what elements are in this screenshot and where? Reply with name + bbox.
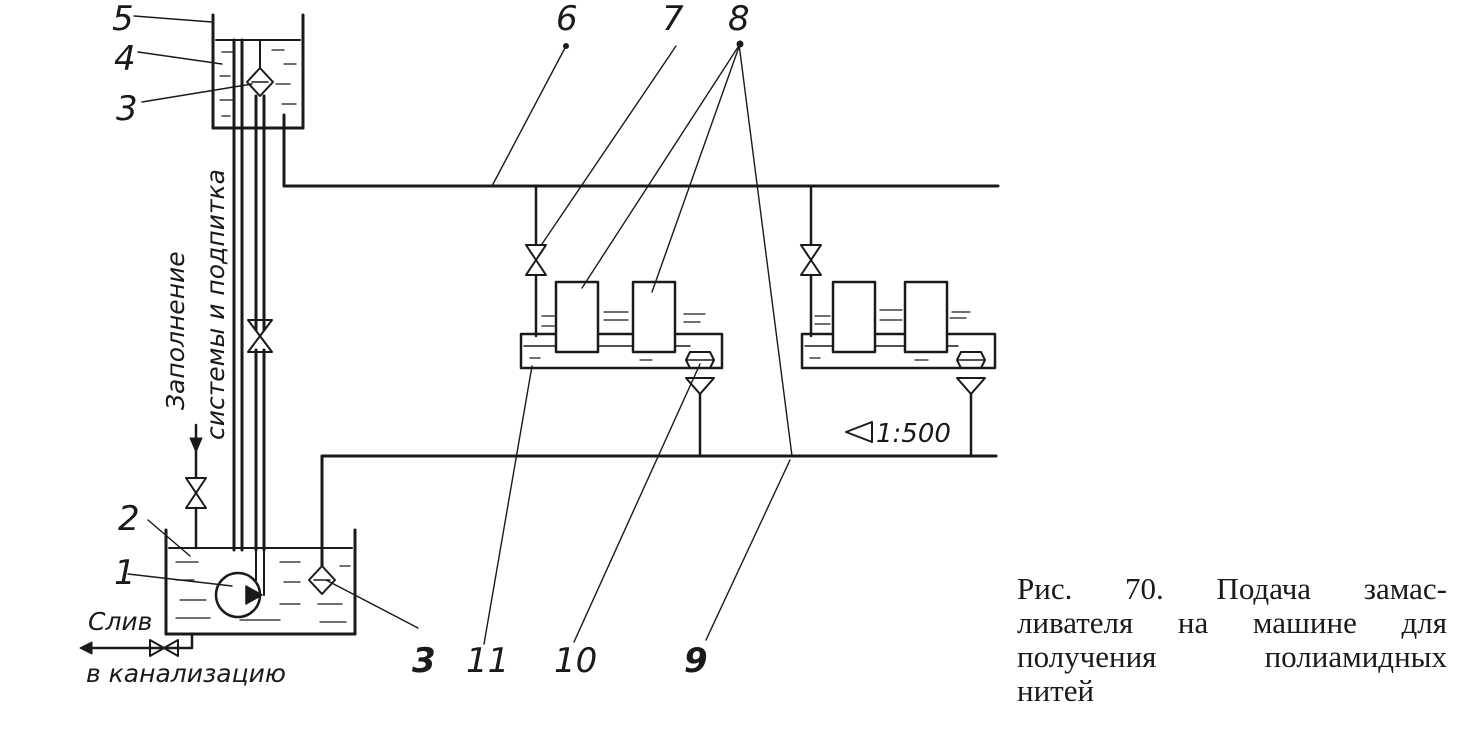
upper-tank-filter (246, 39, 274, 97)
upper-tank-liquid-hatching (219, 49, 297, 117)
drain-label-line1: Слив (88, 607, 152, 636)
label-11: 11 (466, 641, 509, 681)
leader-lines (127, 15, 793, 645)
caption-line-1: Рис. 70. Подача замас- (1017, 571, 1447, 606)
fill-inlet (185, 423, 207, 550)
label-2: 2 (118, 499, 140, 539)
label-5: 5 (112, 0, 134, 39)
label-3-top: 3 (116, 89, 138, 129)
bath-unit-1 (519, 184, 724, 458)
caption-line-4: нитей (1017, 673, 1095, 708)
upper-tank (211, 13, 305, 130)
lower-tank-liquid-hatching (175, 561, 351, 623)
riser-valve (247, 319, 273, 353)
riser-pipes (232, 38, 266, 552)
lower-tank-filter (308, 546, 336, 595)
label-1: 1 (114, 553, 136, 593)
leader-6-dot (563, 43, 569, 49)
label-7: 7 (662, 0, 684, 39)
label-3-bottom: 3 (412, 641, 436, 681)
drain-label-line2: в канализацию (86, 659, 286, 688)
caption-line-2: ливателя на машине для (1017, 605, 1447, 640)
label-4: 4 (114, 39, 136, 79)
supply-collector (282, 113, 1000, 188)
caption-line-3: получения полиамидных (1017, 639, 1447, 674)
leader-8-dot (736, 40, 744, 48)
label-10: 10 (554, 641, 597, 681)
fill-label-line1: Заполнение (161, 251, 190, 410)
pump (214, 549, 265, 619)
label-8: 8 (728, 0, 750, 39)
label-6: 6 (556, 0, 578, 39)
slope-indicator (845, 421, 873, 443)
slope-label: 1:500 (876, 419, 951, 449)
drain-outlet (79, 632, 194, 657)
figure-caption: Рис. 70. Подача замас- ливателя на машин… (1017, 572, 1447, 708)
bath-unit-2 (800, 184, 997, 458)
return-collector (320, 454, 998, 569)
fill-label-line2: системы и подпитка (201, 169, 230, 440)
label-9: 9 (684, 641, 708, 681)
